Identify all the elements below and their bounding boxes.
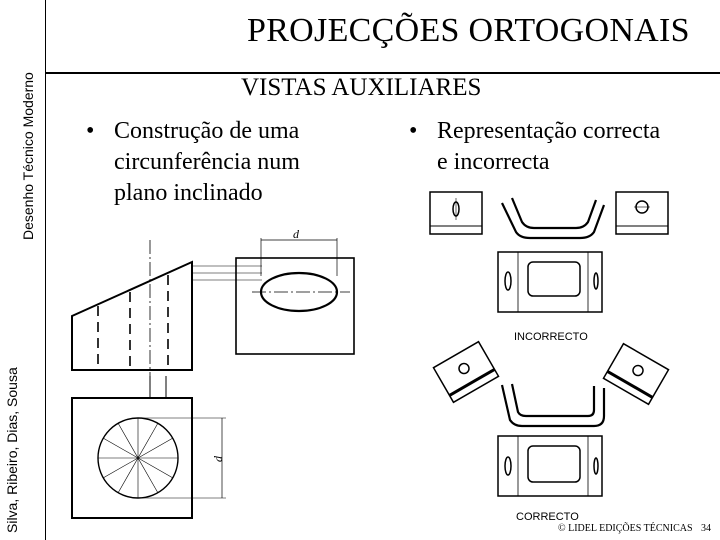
top-view-square bbox=[71, 397, 193, 519]
bullet-dot: • bbox=[86, 118, 95, 144]
bullet-dot: • bbox=[409, 118, 418, 144]
figure-inclined-plane bbox=[71, 238, 355, 519]
incorrect-bottom-view bbox=[497, 251, 603, 313]
footer-copyright: © LIDEL EDIÇÕES TÉCNICAS bbox=[558, 523, 693, 534]
slide-title: PROJECÇÕES ORTOGONAIS bbox=[247, 12, 690, 49]
front-view-wedge bbox=[71, 260, 193, 371]
slide-subtitle: VISTAS AUXILIARES bbox=[241, 74, 482, 101]
title-divider bbox=[46, 72, 720, 74]
bullet-line: Construção de uma bbox=[114, 118, 300, 144]
incorrect-bend-shape bbox=[501, 197, 606, 240]
incorrect-left-view bbox=[429, 191, 483, 235]
figure-bracket bbox=[429, 191, 670, 497]
bullet-construction: • Construção de uma circunferência num p… bbox=[86, 116, 374, 209]
dimension-label-top: d bbox=[293, 227, 300, 241]
correct-bottom-view bbox=[497, 435, 603, 497]
auxiliary-view-rect bbox=[235, 257, 355, 355]
footer: © LIDEL EDIÇÕES TÉCNICAS 34 bbox=[558, 523, 711, 534]
incorrect-right-view bbox=[615, 191, 669, 235]
correct-right-view bbox=[602, 342, 670, 406]
label-correct: CORRECTO bbox=[516, 511, 579, 523]
bullet-line: e incorrecta bbox=[437, 149, 550, 175]
bullet-line: circunferência num bbox=[114, 149, 300, 175]
bullet-line: Representação correcta bbox=[437, 118, 661, 144]
bullet-line: plano inclinado bbox=[114, 180, 263, 206]
correct-bend-shape bbox=[500, 383, 606, 428]
label-incorrect: INCORRECTO bbox=[514, 331, 588, 343]
footer-page-number: 34 bbox=[701, 523, 712, 534]
correct-left-view bbox=[432, 340, 500, 404]
dimension-label-side: d bbox=[211, 455, 225, 462]
circle-divisions bbox=[98, 418, 178, 498]
sidebar: Desenho Técnico Moderno Silva, Ribeiro, … bbox=[0, 0, 46, 540]
bullet-representation: • Representação correcta e incorrecta bbox=[409, 116, 717, 178]
